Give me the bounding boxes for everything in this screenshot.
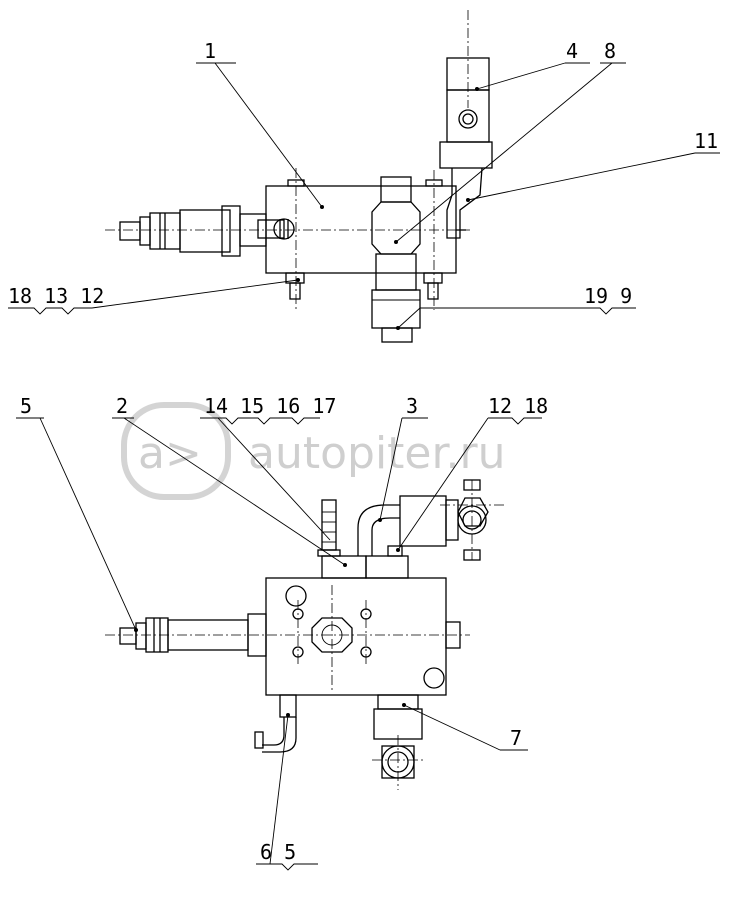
- bottom-view: 5 2 14 15 16 17 3 12 18 7 6 5: [16, 394, 548, 871]
- callout-14-15-16-17: 14 15 16 17: [204, 394, 336, 418]
- upper-elbow-fitting: [439, 57, 493, 239]
- callout-8: 8: [604, 39, 616, 63]
- callout-2: 2: [116, 394, 128, 418]
- watermark-logo-glyph: a>: [138, 428, 202, 479]
- callout-1: 1: [204, 39, 216, 63]
- right-nut-fitting: [457, 479, 489, 561]
- bottom-left-elbow: [254, 694, 297, 753]
- bottom-leaders: [16, 417, 542, 871]
- left-cartridge-bottom: [119, 613, 267, 657]
- callout-3: 3: [406, 394, 418, 418]
- callout-19-9: 19 9: [584, 284, 632, 308]
- watermark: a> autopiter.ru: [121, 402, 506, 500]
- bottom-right-fitting: [373, 694, 423, 779]
- vertical-fitting-top: [371, 176, 421, 343]
- callout-7: 7: [510, 726, 522, 750]
- top-bolt-stack: [317, 499, 403, 557]
- watermark-logo: [121, 402, 231, 500]
- callout-18-13-12: 18 13 12: [8, 284, 104, 308]
- callout-4: 4: [566, 39, 578, 63]
- left-cartridge: [119, 205, 267, 257]
- callout-6-5: 6 5: [260, 840, 296, 864]
- top-leaders: [8, 62, 720, 330]
- top-view: 1 4 8 11 18 13 12 19 9: [8, 10, 720, 343]
- callout-12-18: 12 18: [488, 394, 548, 418]
- main-valve-block-bottom: [265, 555, 461, 696]
- callout-11: 11: [694, 129, 718, 153]
- watermark-text: autopiter.ru: [248, 428, 506, 479]
- callout-5: 5: [20, 394, 32, 418]
